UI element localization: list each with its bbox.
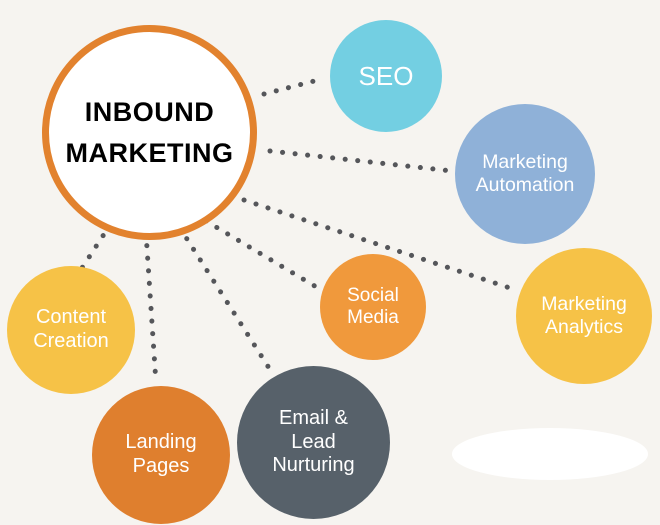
hub-label-line2: MARKETING xyxy=(65,137,234,168)
node-landing-pages: Landing Pages xyxy=(92,386,230,524)
node-marketing-automation-label: Marketing Automation xyxy=(475,151,575,196)
connector-email-lead-nurturing xyxy=(177,225,272,371)
connector-social-media xyxy=(203,218,321,291)
hub-label-line1: INBOUND xyxy=(84,97,215,127)
connector-content-creation xyxy=(77,222,113,274)
connector-marketing-automation xyxy=(267,148,455,174)
node-seo-label: SEO xyxy=(358,60,414,91)
node-marketing-automation: Marketing Automation xyxy=(455,104,595,244)
connector-landing-pages xyxy=(143,230,159,386)
node-email-lead-nurturing: Email & Lead Nurturing xyxy=(237,366,390,519)
node-seo: SEO xyxy=(330,20,442,132)
hub-inbound-marketing: INBOUND MARKETING xyxy=(42,25,257,240)
node-content-creation: Content Creation xyxy=(7,266,135,394)
connector-seo xyxy=(261,76,325,97)
node-landing-pages-label: Landing Pages xyxy=(125,431,197,477)
node-marketing-analytics-label: Marketing Analytics xyxy=(541,293,627,338)
node-content-creation-label: Content Creation xyxy=(33,306,109,352)
white-patch xyxy=(452,428,648,480)
node-marketing-analytics: Marketing Analytics xyxy=(516,248,652,384)
node-email-lead-nurturing-label: Email & Lead Nurturing xyxy=(272,407,355,477)
node-social-media: Social Media xyxy=(320,254,426,360)
node-social-media-label: Social Media xyxy=(347,284,399,328)
